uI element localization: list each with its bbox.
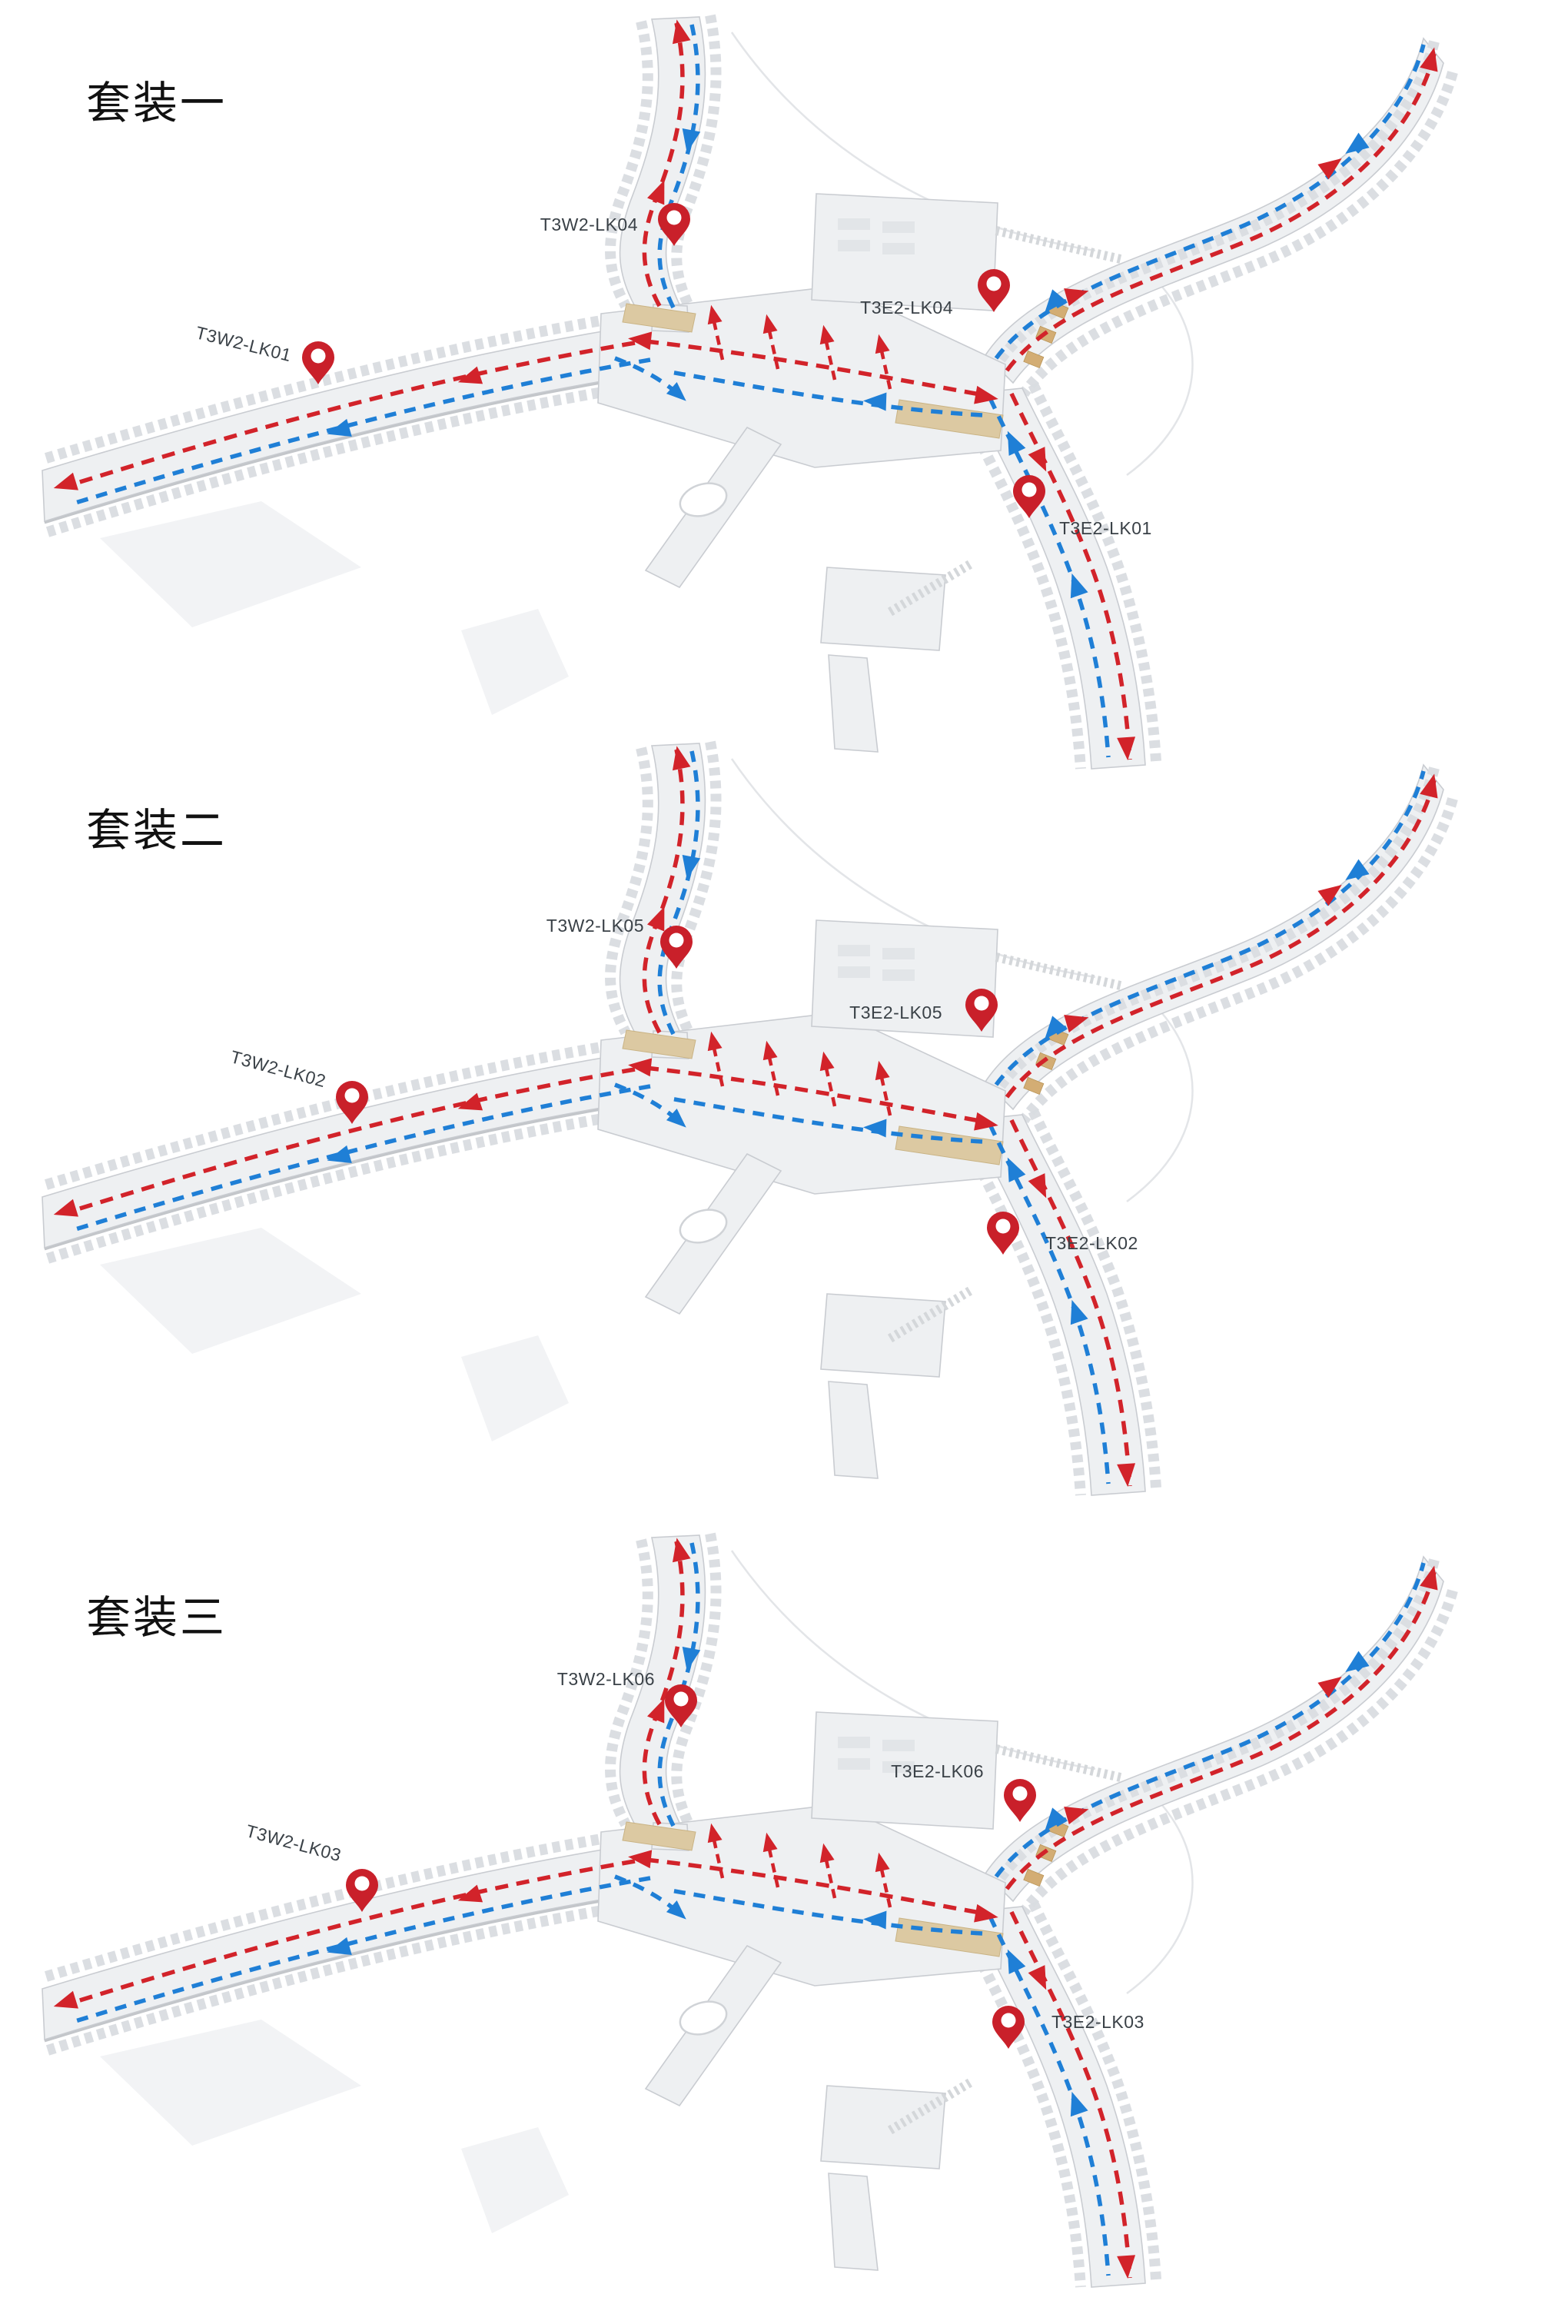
location-label-T3E2-LK05: T3E2-LK05 [849, 1002, 942, 1022]
section-title-set-3: 套装三 [86, 1593, 228, 1643]
pins-and-labels: T3W2-LK04T3E2-LK04T3W2-LK01T3E2-LK01T3W2… [194, 203, 1152, 2049]
location-pin-T3E2-LK06[interactable] [1004, 1779, 1036, 1822]
location-pin-T3E2-LK03[interactable] [992, 2006, 1025, 2049]
location-label-T3W2-LK02: T3W2-LK02 [228, 1046, 328, 1091]
location-label-T3W2-LK05: T3W2-LK05 [546, 916, 644, 936]
location-label-T3E2-LK04: T3E2-LK04 [860, 298, 953, 318]
terminal-basemap-set-2 [42, 742, 1453, 1495]
location-label-T3W2-LK06: T3W2-LK06 [557, 1669, 655, 1689]
location-label-T3E2-LK06: T3E2-LK06 [891, 1761, 984, 1781]
section-title-set-1: 套装一 [86, 78, 228, 128]
location-label-T3W2-LK04: T3W2-LK04 [540, 214, 638, 234]
location-label-T3E2-LK03: T3E2-LK03 [1051, 2012, 1144, 2032]
section-title-set-2: 套装二 [86, 806, 228, 856]
terminal-basemap-set-1 [42, 15, 1453, 769]
location-label-T3E2-LK02: T3E2-LK02 [1045, 1233, 1138, 1253]
location-label-T3W2-LK03: T3W2-LK03 [244, 1820, 344, 1865]
location-label-T3E2-LK01: T3E2-LK01 [1059, 518, 1152, 538]
location-label-T3W2-LK01: T3W2-LK01 [194, 322, 294, 365]
terminal-basemap-set-3 [42, 1534, 1453, 2287]
